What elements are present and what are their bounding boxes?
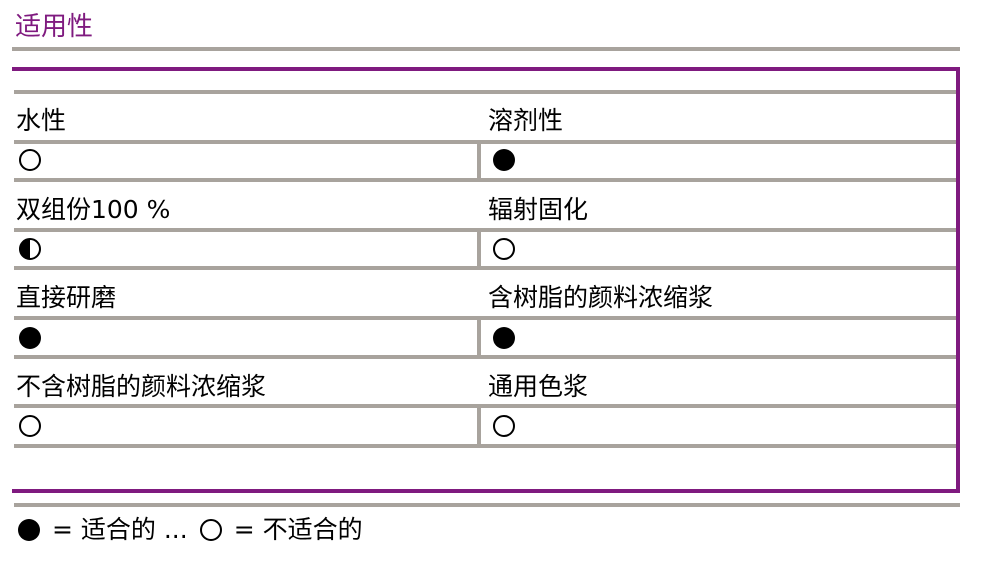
legend-suitable-text: = 适合的 ... bbox=[52, 515, 188, 544]
column-separator bbox=[477, 404, 481, 448]
label-direct-grinding: 直接研磨 bbox=[16, 283, 117, 312]
table-rule bbox=[14, 178, 956, 182]
open-circle-icon bbox=[199, 519, 222, 541]
open-circle-icon bbox=[493, 238, 515, 260]
legend: = 适合的 ... = 不适合的 bbox=[18, 513, 375, 547]
label-resin-free-pigment-concentrate: 不含树脂的颜料浓缩浆 bbox=[16, 372, 267, 401]
table-rule bbox=[14, 266, 956, 270]
suitability-frame bbox=[12, 67, 960, 493]
table-rule bbox=[14, 228, 956, 232]
open-circle-icon bbox=[19, 415, 41, 437]
column-separator bbox=[477, 228, 481, 270]
label-water-based: 水性 bbox=[16, 106, 67, 135]
label-two-component: 双组份100 % bbox=[16, 195, 171, 224]
table-rule bbox=[14, 140, 956, 144]
half-circle-icon bbox=[19, 238, 41, 260]
table-rule bbox=[14, 316, 956, 320]
table-rule bbox=[14, 355, 956, 359]
filled-circle-icon bbox=[493, 149, 515, 171]
legend-rule bbox=[14, 503, 960, 507]
table-rule bbox=[14, 444, 956, 448]
filled-circle-icon bbox=[19, 327, 41, 349]
filled-circle-icon bbox=[18, 519, 40, 541]
column-separator bbox=[477, 140, 481, 182]
table-rule bbox=[14, 404, 956, 408]
legend-not-suitable-text: = 不适合的 bbox=[233, 515, 363, 544]
label-solvent-based: 溶剂性 bbox=[488, 106, 564, 135]
label-universal-colorant: 通用色浆 bbox=[488, 372, 589, 401]
column-separator bbox=[477, 316, 481, 359]
title-rule bbox=[12, 47, 960, 51]
open-circle-icon bbox=[493, 415, 515, 437]
label-resin-pigment-concentrate: 含树脂的颜料浓缩浆 bbox=[488, 283, 714, 312]
table-rule bbox=[14, 90, 956, 94]
filled-circle-icon bbox=[493, 327, 515, 349]
label-radiation-curing: 辐射固化 bbox=[488, 195, 589, 224]
open-circle-icon bbox=[19, 149, 41, 171]
section-title: 适用性 bbox=[15, 12, 94, 42]
